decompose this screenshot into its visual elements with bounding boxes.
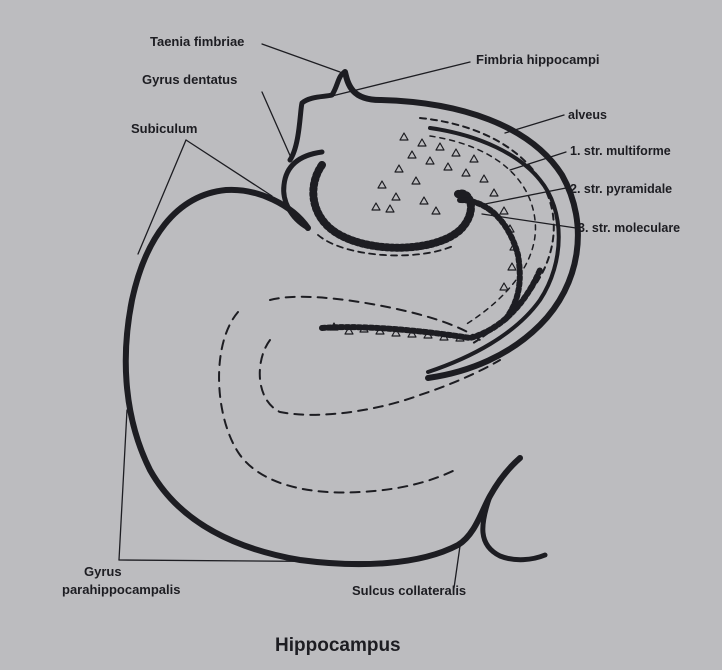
pyramidal-row-lower bbox=[319, 267, 543, 341]
label-str-moleculare: 3. str. moleculare bbox=[578, 221, 681, 235]
inner-dashed-contour-3 bbox=[258, 339, 501, 416]
figure-caption: Hippocampus bbox=[275, 635, 401, 656]
dentate-granule-layer bbox=[309, 161, 475, 252]
label-str-multiforme-prefix: 1. str. bbox=[570, 144, 603, 158]
label-sulcus-collateralis: Sulcus collateralis bbox=[352, 583, 467, 598]
alveus-inner-band bbox=[426, 126, 561, 374]
label-gyrus-dentatus: Gyrus dentatus bbox=[142, 72, 238, 87]
gyrus-parahippocampalis-outline bbox=[122, 186, 523, 568]
inner-dashed-contour bbox=[218, 311, 456, 494]
label-str-multiforme-word: multiforme bbox=[606, 144, 671, 158]
gyrus-dentatus-outline bbox=[287, 69, 348, 163]
sulcus-collateralis-fold bbox=[480, 493, 548, 563]
label-subiculum: Subiculum bbox=[131, 121, 198, 136]
str-multiforme-line-inner bbox=[429, 135, 537, 326]
label-gyrus-parahippocampalis-line1: Gyrus bbox=[84, 564, 122, 579]
leader-lines bbox=[118, 43, 577, 589]
alveus-outer-band bbox=[342, 69, 581, 381]
pyramidal-row-right bbox=[457, 197, 523, 323]
label-alveus: alveus bbox=[568, 108, 607, 122]
subiculum-hook bbox=[281, 149, 325, 231]
label-str-pyramidale: 2. str. pyramidale bbox=[570, 182, 673, 196]
label-taenia-fimbriae: Taenia fimbriae bbox=[150, 34, 245, 49]
label-str-multiforme: 1. str. multiforme bbox=[570, 143, 671, 159]
label-gyrus-parahippocampalis-line2: parahippocampalis bbox=[62, 582, 181, 597]
inner-dashed-contour-2 bbox=[269, 295, 481, 341]
dentate-inner-dashed bbox=[317, 234, 456, 257]
label-fimbria-hippocampi: Fimbria hippocampi bbox=[476, 52, 600, 67]
pyramidal-cell-cluster bbox=[329, 132, 519, 342]
